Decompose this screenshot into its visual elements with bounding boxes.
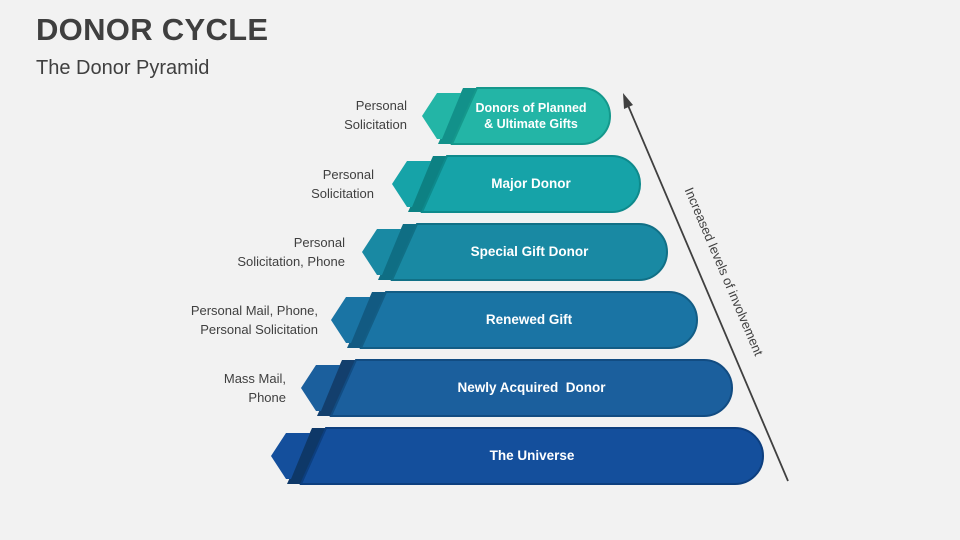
involvement-arrow	[623, 93, 789, 482]
bar-label-renewed-gift: Renewed Gift	[485, 312, 573, 328]
pyramid-level-4	[331, 291, 698, 349]
left-arrow-icon	[422, 93, 461, 139]
slide-subtitle: The Donor Pyramid	[36, 57, 210, 79]
fold-strip-shape	[287, 428, 328, 484]
bar-label-special-gift-donor: Special Gift Donor	[470, 244, 589, 260]
fold-strip-shape	[378, 224, 419, 280]
left-arrow-icon	[392, 161, 431, 207]
bar-shape	[390, 223, 668, 281]
bar-shape	[359, 291, 698, 349]
bar-label-the-universe: The Universe	[489, 448, 575, 464]
bar-shape	[420, 155, 641, 213]
left-arrow-icon	[301, 365, 340, 411]
pyramid-level-2	[392, 155, 641, 213]
left-arrow-icon	[362, 229, 401, 275]
fold-strip-shape	[317, 360, 358, 416]
pyramid-level-3	[362, 223, 668, 281]
tactic-label-3: Personal Solicitation, Phone	[237, 235, 345, 269]
slide-title: DONOR CYCLE	[36, 12, 269, 47]
tactic-label-2: Personal Solicitation	[311, 167, 374, 201]
bar-label-donors-planned-ultimate: Donors of Planned & Ultimate Gifts	[475, 100, 587, 131]
bar-shape	[329, 359, 733, 417]
fold-strip-shape	[408, 156, 449, 212]
left-arrow-icon	[331, 297, 370, 343]
fold-strip-shape	[438, 88, 479, 144]
tactic-label-1: Personal Solicitation	[344, 98, 407, 132]
tactic-label-4: Personal Mail, Phone, Personal Solicitat…	[190, 303, 318, 337]
arrowhead-icon	[623, 93, 633, 109]
pyramid-level-1	[422, 87, 611, 145]
pyramid-level-5	[301, 359, 733, 417]
bar-shape	[450, 87, 611, 145]
left-arrow-icon	[271, 433, 310, 479]
pyramid-level-6	[271, 427, 764, 485]
fold-strip-shape	[347, 292, 388, 348]
tactic-label-5: Mass Mail, Phone	[223, 371, 286, 405]
bar-label-major-donor: Major Donor	[491, 176, 571, 192]
bar-shape	[299, 427, 764, 485]
bar-label-newly-acquired-donor: Newly Acquired Donor	[457, 380, 606, 396]
